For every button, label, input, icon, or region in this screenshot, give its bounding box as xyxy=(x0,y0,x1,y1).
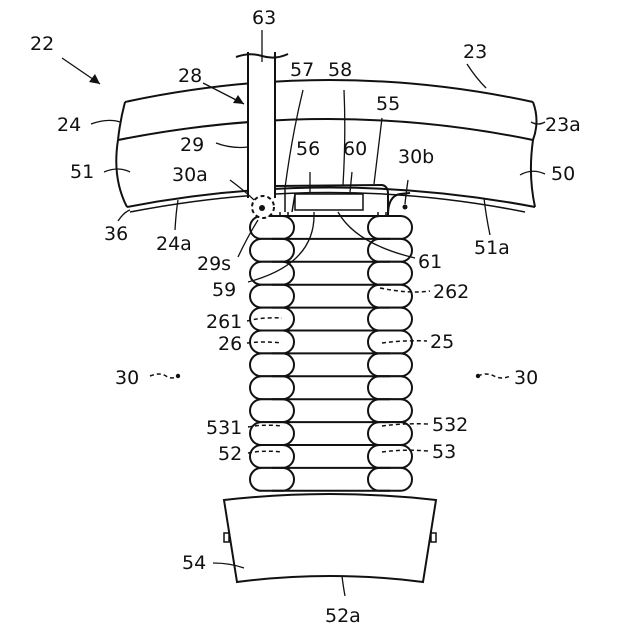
coil-turn-left xyxy=(250,399,294,422)
dot-30-left xyxy=(176,374,180,378)
leader-23a xyxy=(531,122,545,124)
wire-end-dot xyxy=(259,205,265,211)
coil-turn-right xyxy=(368,285,412,308)
label-56: 56 xyxy=(296,138,320,160)
leader-52a xyxy=(342,576,345,596)
label-30b: 30b xyxy=(398,146,434,168)
label-30-left: 30 xyxy=(115,367,139,389)
label-52a: 52a xyxy=(325,605,361,627)
coil-windings xyxy=(250,216,412,491)
leader-30-left xyxy=(150,374,178,378)
coil-turn-left xyxy=(250,445,294,468)
label-61: 61 xyxy=(418,251,442,273)
label-531: 531 xyxy=(206,417,242,439)
wire-end xyxy=(252,196,274,218)
coil-turn-left xyxy=(250,285,294,308)
dot-30b xyxy=(403,205,408,210)
leader-50 xyxy=(520,171,545,175)
label-57: 57 xyxy=(290,59,314,81)
coil-turn-left xyxy=(250,216,294,239)
block-tab-right xyxy=(431,533,436,542)
arc-left-break xyxy=(116,102,127,207)
coil-turn-left xyxy=(250,239,294,262)
leader-60 xyxy=(350,172,352,192)
label-262: 262 xyxy=(433,281,469,303)
label-23a: 23a xyxy=(545,114,581,136)
leader-24 xyxy=(91,120,120,124)
label-36: 36 xyxy=(104,223,128,245)
label-63: 63 xyxy=(252,7,276,29)
arrow-22-head xyxy=(89,74,100,84)
label-60: 60 xyxy=(343,138,367,160)
label-30-right: 30 xyxy=(514,367,538,389)
label-29s: 29s xyxy=(197,253,231,275)
label-28: 28 xyxy=(178,65,202,87)
label-52: 52 xyxy=(218,443,242,465)
label-51: 51 xyxy=(70,161,94,183)
coil-turn-right xyxy=(368,468,412,491)
label-26: 26 xyxy=(218,333,242,355)
leader-30-right xyxy=(478,374,510,378)
leader-lines xyxy=(91,30,545,596)
label-53: 53 xyxy=(432,441,456,463)
dot-30-right xyxy=(476,374,480,378)
coil-turn-right xyxy=(368,262,412,285)
bottom-block xyxy=(224,494,436,582)
label-59: 59 xyxy=(212,279,236,301)
coil-turn-left xyxy=(250,468,294,491)
coil-turn-right xyxy=(368,445,412,468)
coil-turn-right xyxy=(368,399,412,422)
label-58: 58 xyxy=(328,59,352,81)
coil-turn-right xyxy=(368,308,412,331)
label-24a: 24a xyxy=(156,233,192,255)
leader-51a xyxy=(484,198,490,235)
coil-turn-left xyxy=(250,376,294,399)
coil-turn-right xyxy=(368,216,412,239)
label-55: 55 xyxy=(376,93,400,115)
label-532: 532 xyxy=(432,414,468,436)
arc-right-break xyxy=(531,102,537,207)
label-24: 24 xyxy=(57,114,81,136)
label-54: 54 xyxy=(182,552,206,574)
label-22: 22 xyxy=(30,33,54,55)
bottom-block-outline xyxy=(224,494,436,582)
leader-23 xyxy=(467,64,486,88)
block-tab-left xyxy=(224,533,229,542)
insert-block xyxy=(295,194,363,210)
leader-55 xyxy=(374,118,382,184)
label-25: 25 xyxy=(430,331,454,353)
label-29: 29 xyxy=(180,134,204,156)
leader-54 xyxy=(213,563,244,568)
leader-29 xyxy=(216,143,248,148)
coil-turn-left xyxy=(250,353,294,376)
label-261: 261 xyxy=(206,311,242,333)
label-30a: 30a xyxy=(172,164,208,186)
label-23: 23 xyxy=(463,41,487,63)
label-50: 50 xyxy=(551,163,575,185)
reference-labels: 63 22 23 28 57 58 55 24 23a 29 56 60 51 … xyxy=(30,7,581,627)
arc-inner-edge xyxy=(127,188,535,208)
label-51a: 51a xyxy=(474,237,510,259)
coil-turn-right xyxy=(368,353,412,376)
coil-turn-right xyxy=(368,376,412,399)
leader-36 xyxy=(118,210,130,221)
leader-30b xyxy=(405,180,408,204)
